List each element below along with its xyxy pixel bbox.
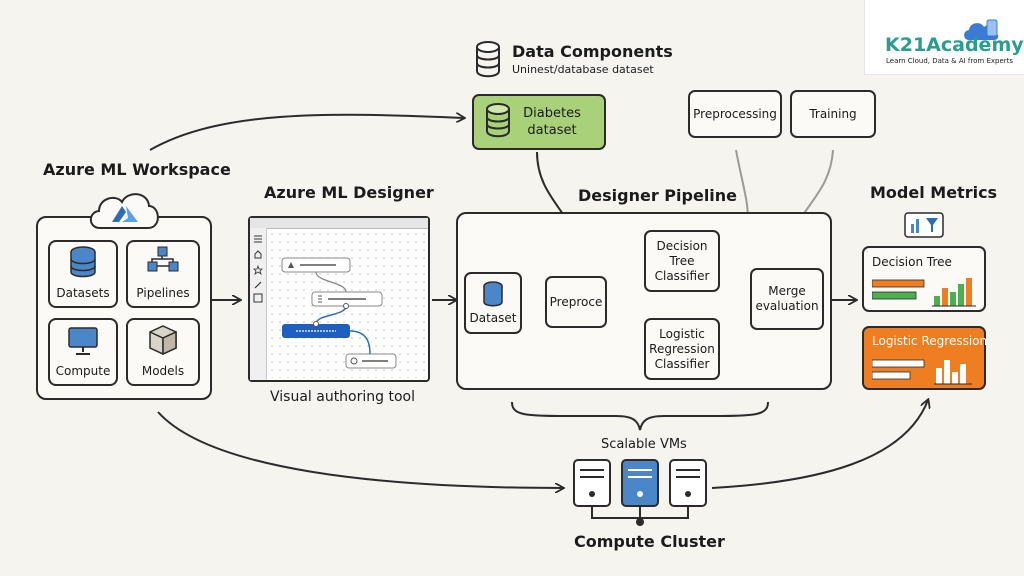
logistic-regression-mini-chart bbox=[872, 359, 972, 385]
merge-evaluation-node[interactable]: Merge evaluation bbox=[750, 268, 824, 330]
preproce-node[interactable]: Preproce bbox=[545, 276, 607, 328]
diabetes-dataset-label: Diabetes dataset bbox=[523, 106, 581, 138]
designer-caption: Visual authoring tool bbox=[270, 389, 415, 405]
datasets-db-icon bbox=[70, 246, 96, 278]
arrow-workspace-to-cluster bbox=[157, 411, 563, 488]
decision-tree-metric-label: Decision Tree bbox=[872, 255, 952, 269]
datasets-tile[interactable]: Datasets bbox=[48, 240, 118, 308]
preproce-label: Preproce bbox=[549, 294, 603, 309]
models-label: Models bbox=[141, 364, 185, 378]
metrics-chart-filter-icon bbox=[904, 212, 944, 238]
designer-titlebar bbox=[250, 218, 428, 229]
pipeline-brace bbox=[511, 401, 769, 431]
compute-cluster-label: Compute Cluster bbox=[574, 532, 725, 551]
pipeline-dataset-label: Dataset bbox=[469, 311, 517, 325]
pipeline-dataset-node[interactable]: Dataset bbox=[464, 272, 522, 334]
decision-tree-label: Decision Tree Classifier bbox=[654, 238, 710, 283]
compute-tile[interactable]: Compute bbox=[48, 318, 118, 386]
designer-title: Azure ML Designer bbox=[264, 183, 434, 202]
database-icon bbox=[476, 41, 500, 78]
logistic-regression-node[interactable]: Logistic Regression Classifier bbox=[644, 318, 720, 380]
preprocessing-label: Preprocessing bbox=[693, 106, 777, 121]
pipeline-title: Designer Pipeline bbox=[578, 186, 738, 205]
brand-tagline: Learn Cloud, Data & AI from Experts bbox=[886, 57, 1014, 65]
pipelines-label: Pipelines bbox=[136, 286, 190, 300]
decision-tree-mini-chart bbox=[872, 278, 976, 307]
cloud-logo-icon bbox=[964, 19, 999, 40]
decision-tree-node[interactable]: Decision Tree Classifier bbox=[644, 230, 720, 292]
designer-window bbox=[248, 216, 430, 382]
metrics-title: Model Metrics bbox=[870, 183, 998, 202]
training-node: Training bbox=[790, 90, 876, 138]
models-cube-icon bbox=[149, 325, 177, 356]
training-label: Training bbox=[809, 106, 857, 121]
models-tile[interactable]: Models bbox=[126, 318, 200, 386]
designer-sidebar bbox=[250, 228, 267, 380]
scalable-vms-label: Scalable VMs bbox=[601, 437, 687, 452]
datasets-label: Datasets bbox=[56, 286, 110, 300]
dataset-db-icon bbox=[486, 103, 510, 138]
compute-label: Compute bbox=[55, 364, 111, 378]
designer-flow bbox=[281, 257, 397, 369]
compute-monitor-icon bbox=[68, 327, 98, 355]
pipeline-dataset-icon bbox=[483, 281, 503, 307]
azure-cloud-icon bbox=[89, 193, 159, 229]
arrow-cluster-to-metrics bbox=[711, 400, 928, 489]
data-components-title: Data Components bbox=[512, 42, 673, 61]
data-components-subtitle: Uninest/database dataset bbox=[512, 63, 654, 76]
logistic-regression-metric-label: Logistic Regression bbox=[872, 334, 988, 348]
workspace-title: Azure ML Workspace bbox=[43, 160, 231, 179]
pipelines-tile[interactable]: Pipelines bbox=[126, 240, 200, 308]
vm-server-icon bbox=[621, 459, 659, 507]
logo-panel bbox=[864, 0, 1024, 75]
arrow-workspace-to-dataset bbox=[149, 115, 464, 151]
merge-evaluation-label: Merge evaluation bbox=[755, 284, 819, 313]
logistic-regression-metric-card[interactable]: Logistic Regression bbox=[862, 326, 988, 390]
vm-server-icon bbox=[573, 459, 611, 507]
compute-cluster-icon bbox=[573, 459, 707, 526]
brand-name: K21Academy bbox=[885, 34, 1024, 56]
preprocessing-node: Preprocessing bbox=[688, 90, 782, 138]
vm-server-icon bbox=[669, 459, 707, 507]
decision-tree-metric-card[interactable]: Decision Tree bbox=[862, 246, 986, 312]
pipelines-graph-icon bbox=[147, 246, 179, 272]
logistic-regression-label: Logistic Regression Classifier bbox=[649, 326, 715, 371]
sidebar-tool-icons bbox=[253, 235, 263, 303]
